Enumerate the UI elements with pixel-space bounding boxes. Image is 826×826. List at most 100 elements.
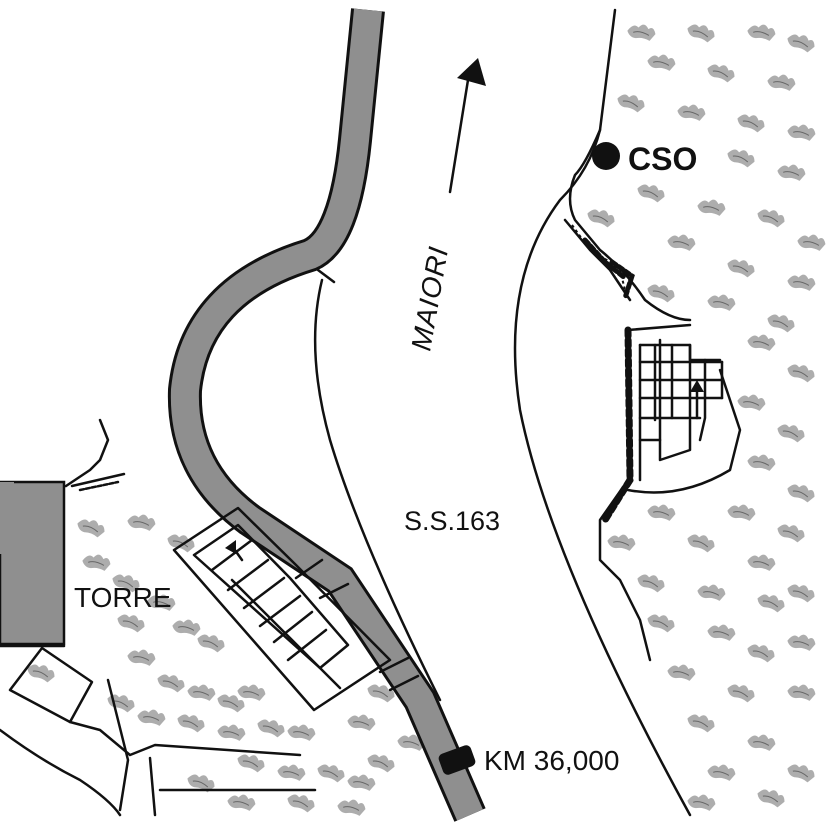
shrub-icon [627, 24, 656, 41]
shrub-icon [637, 574, 665, 593]
shrub-icon [287, 794, 315, 813]
shrub-icon [707, 624, 736, 641]
shrub-icon [347, 714, 376, 731]
shrub-icon [737, 394, 766, 411]
shrub-icon [707, 294, 736, 311]
shrub-icon [747, 24, 776, 41]
shrub-icon [747, 334, 776, 351]
shrub-icon [157, 674, 185, 693]
shrub-icon [687, 714, 715, 733]
shrub-icon [777, 424, 805, 443]
label-torre: TORRE [74, 582, 172, 613]
shrub-icon [617, 94, 645, 113]
shrub-icon [787, 764, 815, 783]
shrub-icon [607, 534, 636, 551]
shrub-icon [697, 584, 726, 601]
shrub-icon [687, 534, 715, 553]
shrub-icon [707, 764, 736, 781]
shrub-icon [347, 774, 376, 791]
shrub-icon [707, 64, 735, 83]
shrub-icon [217, 694, 245, 713]
shrub-icon [397, 734, 426, 751]
shrub-icon [257, 719, 285, 738]
shrub-icon [787, 274, 816, 291]
shrub-icon [747, 554, 776, 571]
shrub-icon [112, 574, 140, 593]
shrub-icon [767, 74, 796, 91]
shrub-icon [237, 754, 265, 773]
shrub-icon [747, 734, 776, 751]
lower-left-structures [0, 644, 317, 817]
shrub-icon [637, 184, 665, 203]
shrub-icon [137, 709, 166, 726]
shrub-icon [797, 234, 826, 251]
main-road-gray [167, 8, 486, 822]
shrub-icon [177, 714, 205, 733]
entrance-arrow-icon [225, 380, 704, 562]
shrub-icon [737, 114, 765, 133]
shrub-icon [367, 754, 395, 773]
shrub-icon [337, 799, 366, 816]
shrub-icon [147, 594, 176, 611]
shrub-icon [787, 584, 815, 603]
shrub-icon [727, 149, 755, 168]
grid-building-center [172, 506, 392, 712]
label-poi: CSO [628, 141, 697, 177]
label-road: S.S.163 [404, 506, 500, 536]
shrub-icon [677, 104, 706, 121]
upper-left-structures [64, 418, 126, 492]
shrub-icon [27, 664, 55, 683]
vegetation-layer [27, 24, 826, 816]
shrub-icon [197, 634, 225, 653]
shrub-icon [187, 684, 216, 701]
shrub-icon [697, 199, 726, 216]
shrub-icon [77, 519, 105, 538]
shrub-icon [757, 789, 785, 808]
shrub-icon [727, 259, 755, 278]
shrub-icon [227, 794, 256, 811]
label-direction: MAIORI [405, 244, 454, 353]
shrub-icon [367, 684, 395, 703]
shrub-icon [167, 534, 195, 553]
shrub-icon [757, 209, 785, 228]
shrub-icon [667, 234, 696, 251]
shrub-icon [117, 614, 145, 633]
shrub-icon [787, 484, 815, 503]
shrub-icon [82, 554, 111, 571]
building-gray-left [0, 480, 66, 646]
shrub-icon [587, 209, 615, 228]
beaded-walls [571, 224, 635, 524]
shrub-icon [647, 54, 676, 71]
shrub-icon [647, 504, 676, 521]
shrub-icon [787, 684, 816, 701]
arrow-up-icon [448, 58, 486, 194]
filled-circle-icon [592, 142, 620, 170]
milestone-icon [438, 745, 476, 775]
grid-building-right [626, 323, 724, 482]
shrub-icon [127, 649, 156, 666]
shrub-icon [747, 644, 775, 663]
shrub-icon [667, 664, 696, 681]
shrub-icon [777, 164, 806, 181]
shrub-icon [787, 34, 815, 53]
shrub-icon [277, 764, 306, 781]
shrub-icon [747, 454, 776, 471]
shrub-icon [647, 284, 675, 303]
shrub-icon [317, 764, 345, 783]
shrub-icon [647, 614, 675, 633]
shrub-icon [217, 724, 246, 741]
shrub-icon [777, 524, 805, 543]
shrub-icon [767, 314, 795, 333]
label-km: KM 36,000 [484, 745, 619, 776]
shrub-icon [172, 619, 201, 636]
shrub-icon [127, 514, 156, 531]
shrub-icon [687, 794, 716, 811]
shrub-icon [727, 684, 755, 703]
shrub-icon [187, 774, 215, 793]
shrub-icon [287, 724, 316, 741]
shrub-icon [687, 24, 715, 43]
shrub-icon [727, 504, 756, 521]
shrub-icon [237, 684, 266, 701]
road-ss163 [313, 8, 692, 817]
